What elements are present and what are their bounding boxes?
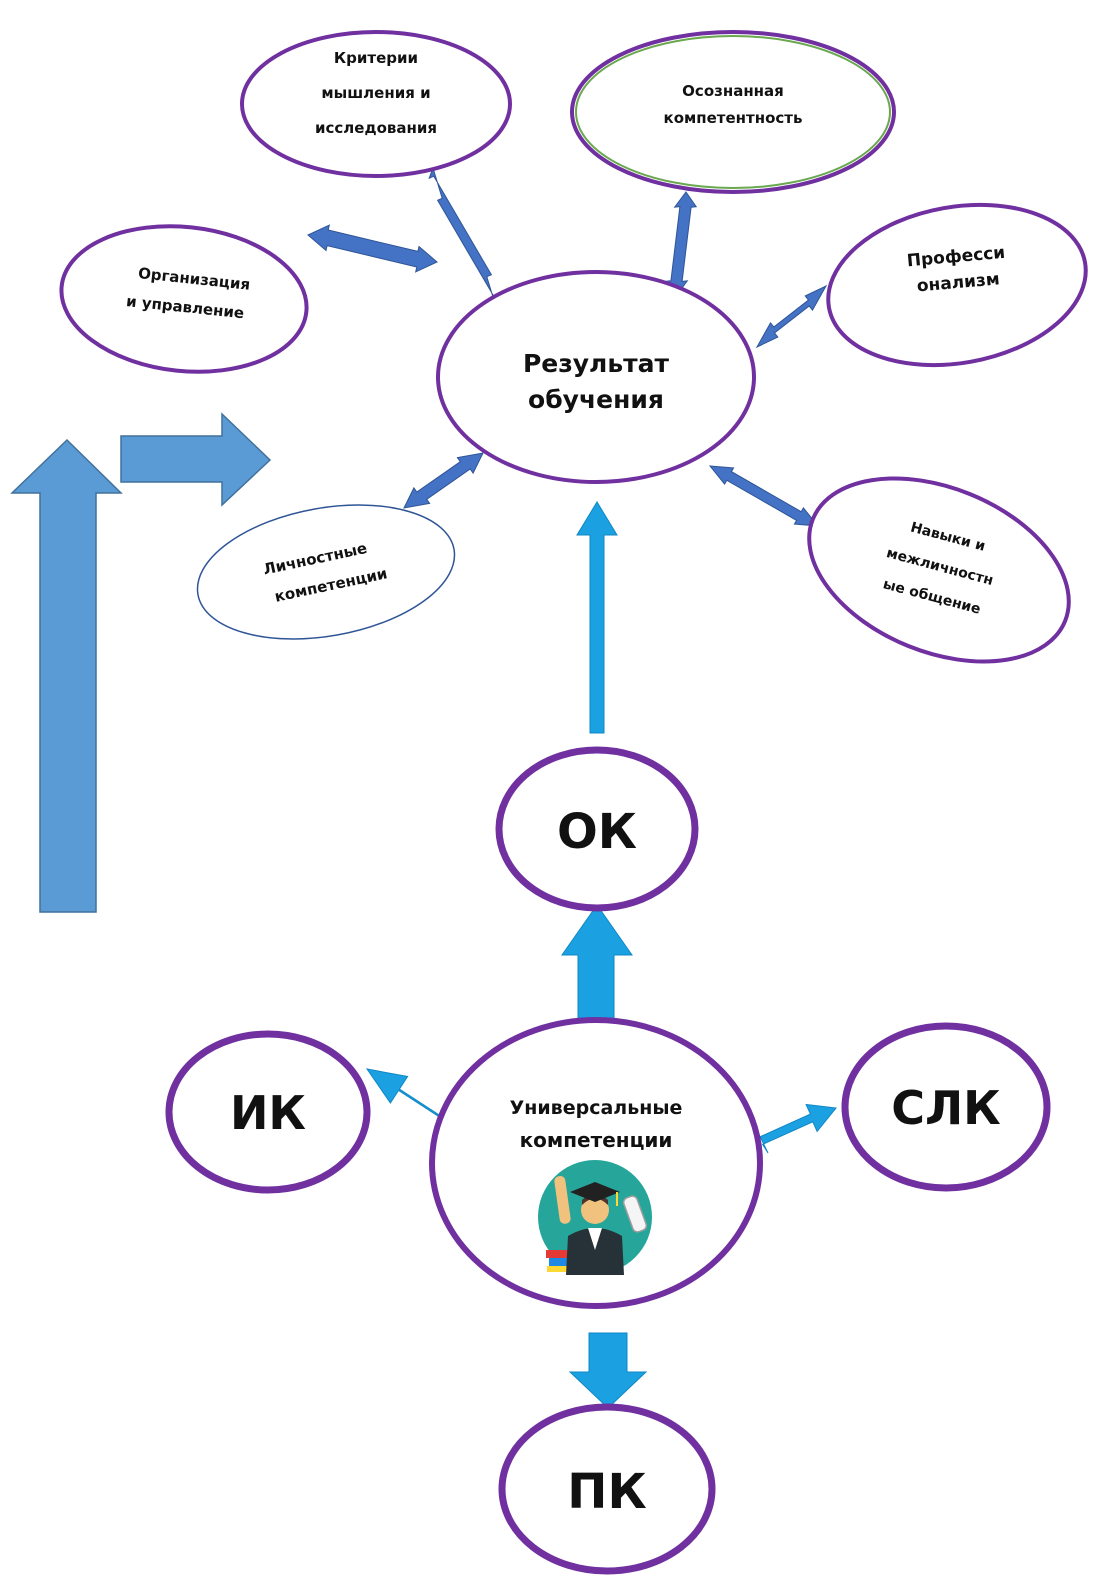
result-line1: Результат [523,349,670,378]
double-arrow-criteria [428,166,501,309]
node-organization: Организация и управление [59,224,309,374]
criteria-line3: исследования [315,119,437,137]
big-right-arrow [120,412,272,507]
node-result: Результат обучения [436,270,756,484]
arrow-universal-to-pk [568,1332,648,1409]
node-ok: ОК [495,746,699,912]
result-line2: обучения [528,385,664,414]
node-awareness: Осознанная компетентность [570,30,896,194]
node-skills: Навыки и межличностн ые общение [807,476,1071,664]
arrow-universal-to-slk [759,1103,837,1154]
ik-label: ИК [230,1086,306,1140]
awareness-line2: компетентность [664,109,803,127]
pk-label: ПК [567,1464,646,1520]
node-professionalism: Професси онализм [826,202,1088,368]
double-arrow-professionalism [755,284,828,349]
criteria-line2: мышления и [321,84,430,102]
ok-label: ОК [557,804,637,860]
double-arrow-personal [403,452,484,509]
criteria-line1: Критерии [334,49,418,67]
universal-line2: компетенции [520,1128,673,1152]
node-slk: СЛК [841,1022,1051,1192]
big-up-arrow [10,438,123,913]
universal-line1: Универсальные [510,1097,683,1119]
node-pk: ПК [498,1403,716,1575]
slk-label: СЛК [891,1081,1001,1135]
double-arrow-organization [307,224,438,273]
node-personal: Личностные компетенции [196,504,456,640]
double-arrow-skills [708,465,820,527]
arrow-universal-to-ok [561,904,633,1033]
node-universal: Универсальные компетенции [429,1017,763,1309]
double-arrow-awareness [664,191,698,297]
arrow-ok-to-result [576,501,618,734]
node-ik: ИК [165,1030,371,1194]
graduate-illustration-icon [538,1160,652,1275]
awareness-line1: Осознанная [682,82,784,100]
node-criteria: Критерии мышления и исследования [240,30,512,178]
